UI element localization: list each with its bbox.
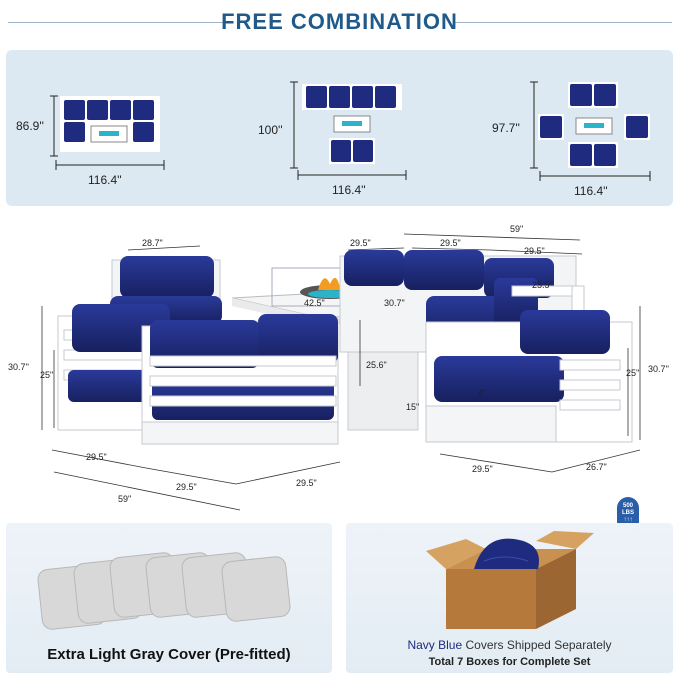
combination-2-depth: 100'' bbox=[258, 123, 283, 137]
dim-bottom-a: 29.5" bbox=[86, 452, 107, 462]
dim-table-length: 42.5" bbox=[304, 298, 325, 308]
dim-armchair-width: 28.7" bbox=[142, 238, 163, 248]
dim-seat-ground: 15" bbox=[406, 402, 419, 412]
total-boxes-note: Total 7 Boxes for Complete Set bbox=[428, 656, 591, 668]
covers-shipping-note-rest: Covers Shipped Separately bbox=[462, 638, 612, 652]
dim-seat-b: 29.5" bbox=[440, 238, 461, 248]
combination-3-width: 116.4'' bbox=[574, 184, 608, 198]
front-right-armchair bbox=[425, 310, 633, 443]
weight-capacity-value: 500 bbox=[622, 503, 633, 509]
dim-cushion-thickness: 4" bbox=[478, 388, 486, 398]
gray-cover-panel: Extra Light Gray Cover (Pre-fitted) bbox=[6, 523, 332, 673]
dim-left-height: 30.7'' bbox=[8, 362, 29, 372]
combination-1-depth-arrow bbox=[50, 95, 58, 157]
combination-3-width-arrow bbox=[539, 171, 651, 181]
shipping-box-image bbox=[426, 531, 594, 629]
header: FREE COMBINATION bbox=[0, 0, 679, 46]
combination-2-width: 116.4'' bbox=[332, 183, 366, 197]
shipping-box-panel: Navy Blue Covers Shipped Separately Tota… bbox=[346, 523, 673, 673]
combination-panel: 86.9'' 116.4'' 100'' 116.4'' bbox=[6, 50, 673, 206]
combination-3-depth: 97.7'' bbox=[492, 121, 520, 135]
combination-2-layout-icon bbox=[302, 84, 402, 164]
gray-cushion-covers-image bbox=[37, 552, 291, 630]
weight-capacity-unit: LBS bbox=[622, 510, 634, 516]
dim-right-seat-height: 25'' bbox=[626, 368, 640, 378]
dim-right-chair-depth: 26.7" bbox=[586, 462, 607, 472]
dim-bottom-b: 29.5" bbox=[176, 482, 197, 492]
covers-shipping-note: Navy Blue Covers Shipped Separately bbox=[346, 638, 673, 652]
combination-1-depth: 86.9'' bbox=[16, 119, 44, 133]
dim-bottom-total: 59" bbox=[118, 494, 131, 504]
arrows-up-icon: ↑↑↑ bbox=[623, 517, 633, 523]
combination-1-layout-icon bbox=[60, 96, 160, 152]
dim-right-chair-width: 29.5" bbox=[472, 464, 493, 474]
gray-cover-label: Extra Light Gray Cover (Pre-fitted) bbox=[47, 646, 291, 663]
combination-1-width-arrow bbox=[55, 160, 165, 170]
dim-table-width: 30.7" bbox=[384, 298, 405, 308]
dim-seat-c: 29.5" bbox=[524, 246, 545, 256]
dim-seat-a: 29.5" bbox=[350, 238, 371, 248]
combination-3-layout-icon bbox=[538, 82, 650, 168]
dim-sofa-total: 59" bbox=[510, 224, 523, 234]
header-divider-left bbox=[8, 22, 228, 23]
dim-bottom-c: 29.5" bbox=[296, 478, 317, 488]
dim-right-height: 30.7'' bbox=[648, 364, 669, 374]
header-divider-right bbox=[454, 22, 672, 23]
dim-table-height: 25.6" bbox=[366, 360, 387, 370]
dim-left-seat-height: 25" bbox=[40, 370, 53, 380]
combination-2-width-arrow bbox=[297, 170, 407, 180]
front-left-sofa bbox=[57, 304, 339, 445]
combination-1-width: 116.4'' bbox=[88, 173, 122, 187]
combination-2-depth-arrow bbox=[290, 81, 298, 169]
navy-blue-highlight: Navy Blue bbox=[407, 638, 463, 652]
dim-arm-depth: 25.5" bbox=[532, 280, 553, 290]
dimension-lines bbox=[41, 233, 641, 511]
furniture-set-illustration: 28.7" 29.5" 59" 29.5" 29.5" 42.5" 30.7" … bbox=[8, 224, 669, 511]
combination-3-depth-arrow bbox=[530, 81, 538, 169]
page-title: FREE COMBINATION bbox=[221, 9, 458, 34]
